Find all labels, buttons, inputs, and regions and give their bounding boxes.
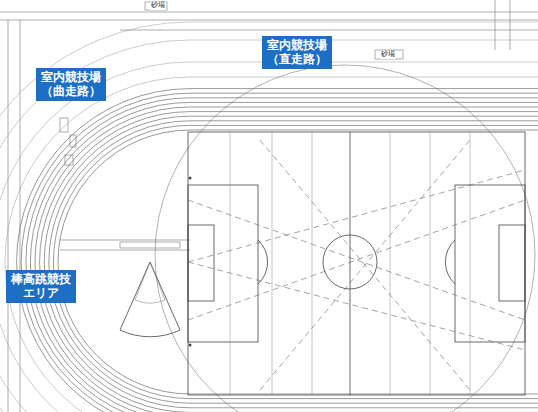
- track-lane: [21, 93, 538, 412]
- track-lane: [53, 125, 538, 398]
- label-box: 室内競技場 （直走路）: [262, 36, 332, 69]
- building-line: [0, 22, 538, 412]
- building-line: [0, 62, 538, 412]
- track-lane: [44, 116, 538, 408]
- label-box: 室内競技場 （曲走路）: [36, 68, 106, 101]
- building-line: [5, 77, 538, 412]
- track-lane: [26, 98, 538, 412]
- track-lane: [49, 121, 538, 403]
- track-lane: [17, 89, 538, 412]
- track-lane: [35, 107, 538, 412]
- plan-note: 砂場: [380, 51, 396, 59]
- plan-note: 砂場: [150, 2, 166, 10]
- area-label: 室内競技場 （直走路）: [266, 38, 328, 67]
- area-label: 棒高跳競技 エリア: [10, 272, 72, 301]
- building-line: [0, 40, 538, 412]
- track-lane: [40, 112, 538, 412]
- area-label: 室内競技場 （曲走路）: [40, 70, 102, 99]
- track-lane: [30, 102, 538, 412]
- label-box: 棒高跳競技 エリア: [6, 270, 76, 303]
- track-lane: [58, 130, 538, 394]
